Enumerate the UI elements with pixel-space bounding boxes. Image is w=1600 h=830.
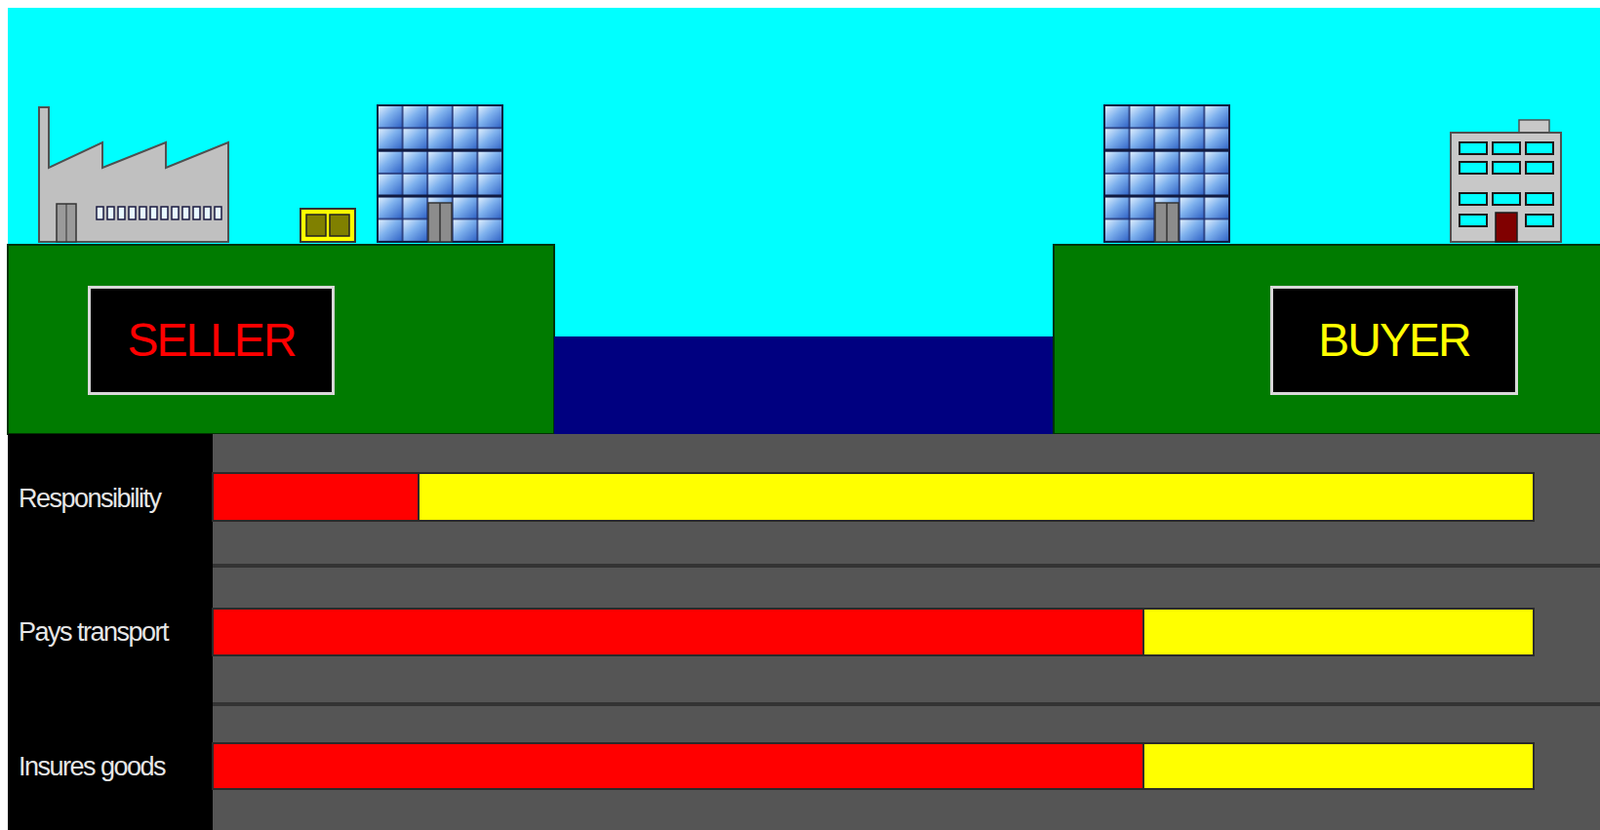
buyer-premises-icon (1450, 120, 1561, 242)
seller-box: SELLER (87, 285, 335, 396)
roof-box (1519, 120, 1550, 133)
bar-panel (212, 434, 1600, 830)
sky (7, 7, 1600, 435)
water (554, 336, 1054, 435)
row-label: Insures goods (18, 753, 165, 783)
party-name: SELLER (126, 315, 295, 367)
factory-door (56, 203, 77, 242)
factory-icon (39, 107, 229, 242)
buyer-bar (1143, 743, 1534, 790)
buyer-box: BUYER (1270, 285, 1519, 396)
container-icon (300, 208, 356, 242)
seller-land (7, 244, 555, 435)
container-door (306, 214, 326, 237)
seller-bar (212, 473, 419, 521)
container-door (329, 214, 350, 237)
container-body (300, 208, 356, 242)
buyer-bar (418, 473, 1534, 521)
row-divider (212, 563, 1600, 568)
factory-body (39, 107, 229, 242)
office-body (1450, 132, 1561, 242)
label-column (7, 434, 1600, 830)
door-split (66, 203, 68, 242)
bar-chart (212, 473, 1534, 790)
buyer-bar (1143, 608, 1534, 656)
party-name: BUYER (1318, 315, 1470, 367)
row-label: Responsibility (18, 484, 161, 515)
seller-office-building (377, 105, 503, 242)
factory-windows (96, 206, 222, 220)
row-divider (212, 702, 1600, 707)
office-door (1495, 212, 1518, 242)
seller-bar (212, 743, 1144, 790)
seller-bar (212, 608, 1144, 656)
buyer-land (1053, 244, 1600, 435)
row-label: Pays transport (18, 618, 168, 648)
buyer-office-building (1104, 105, 1230, 242)
